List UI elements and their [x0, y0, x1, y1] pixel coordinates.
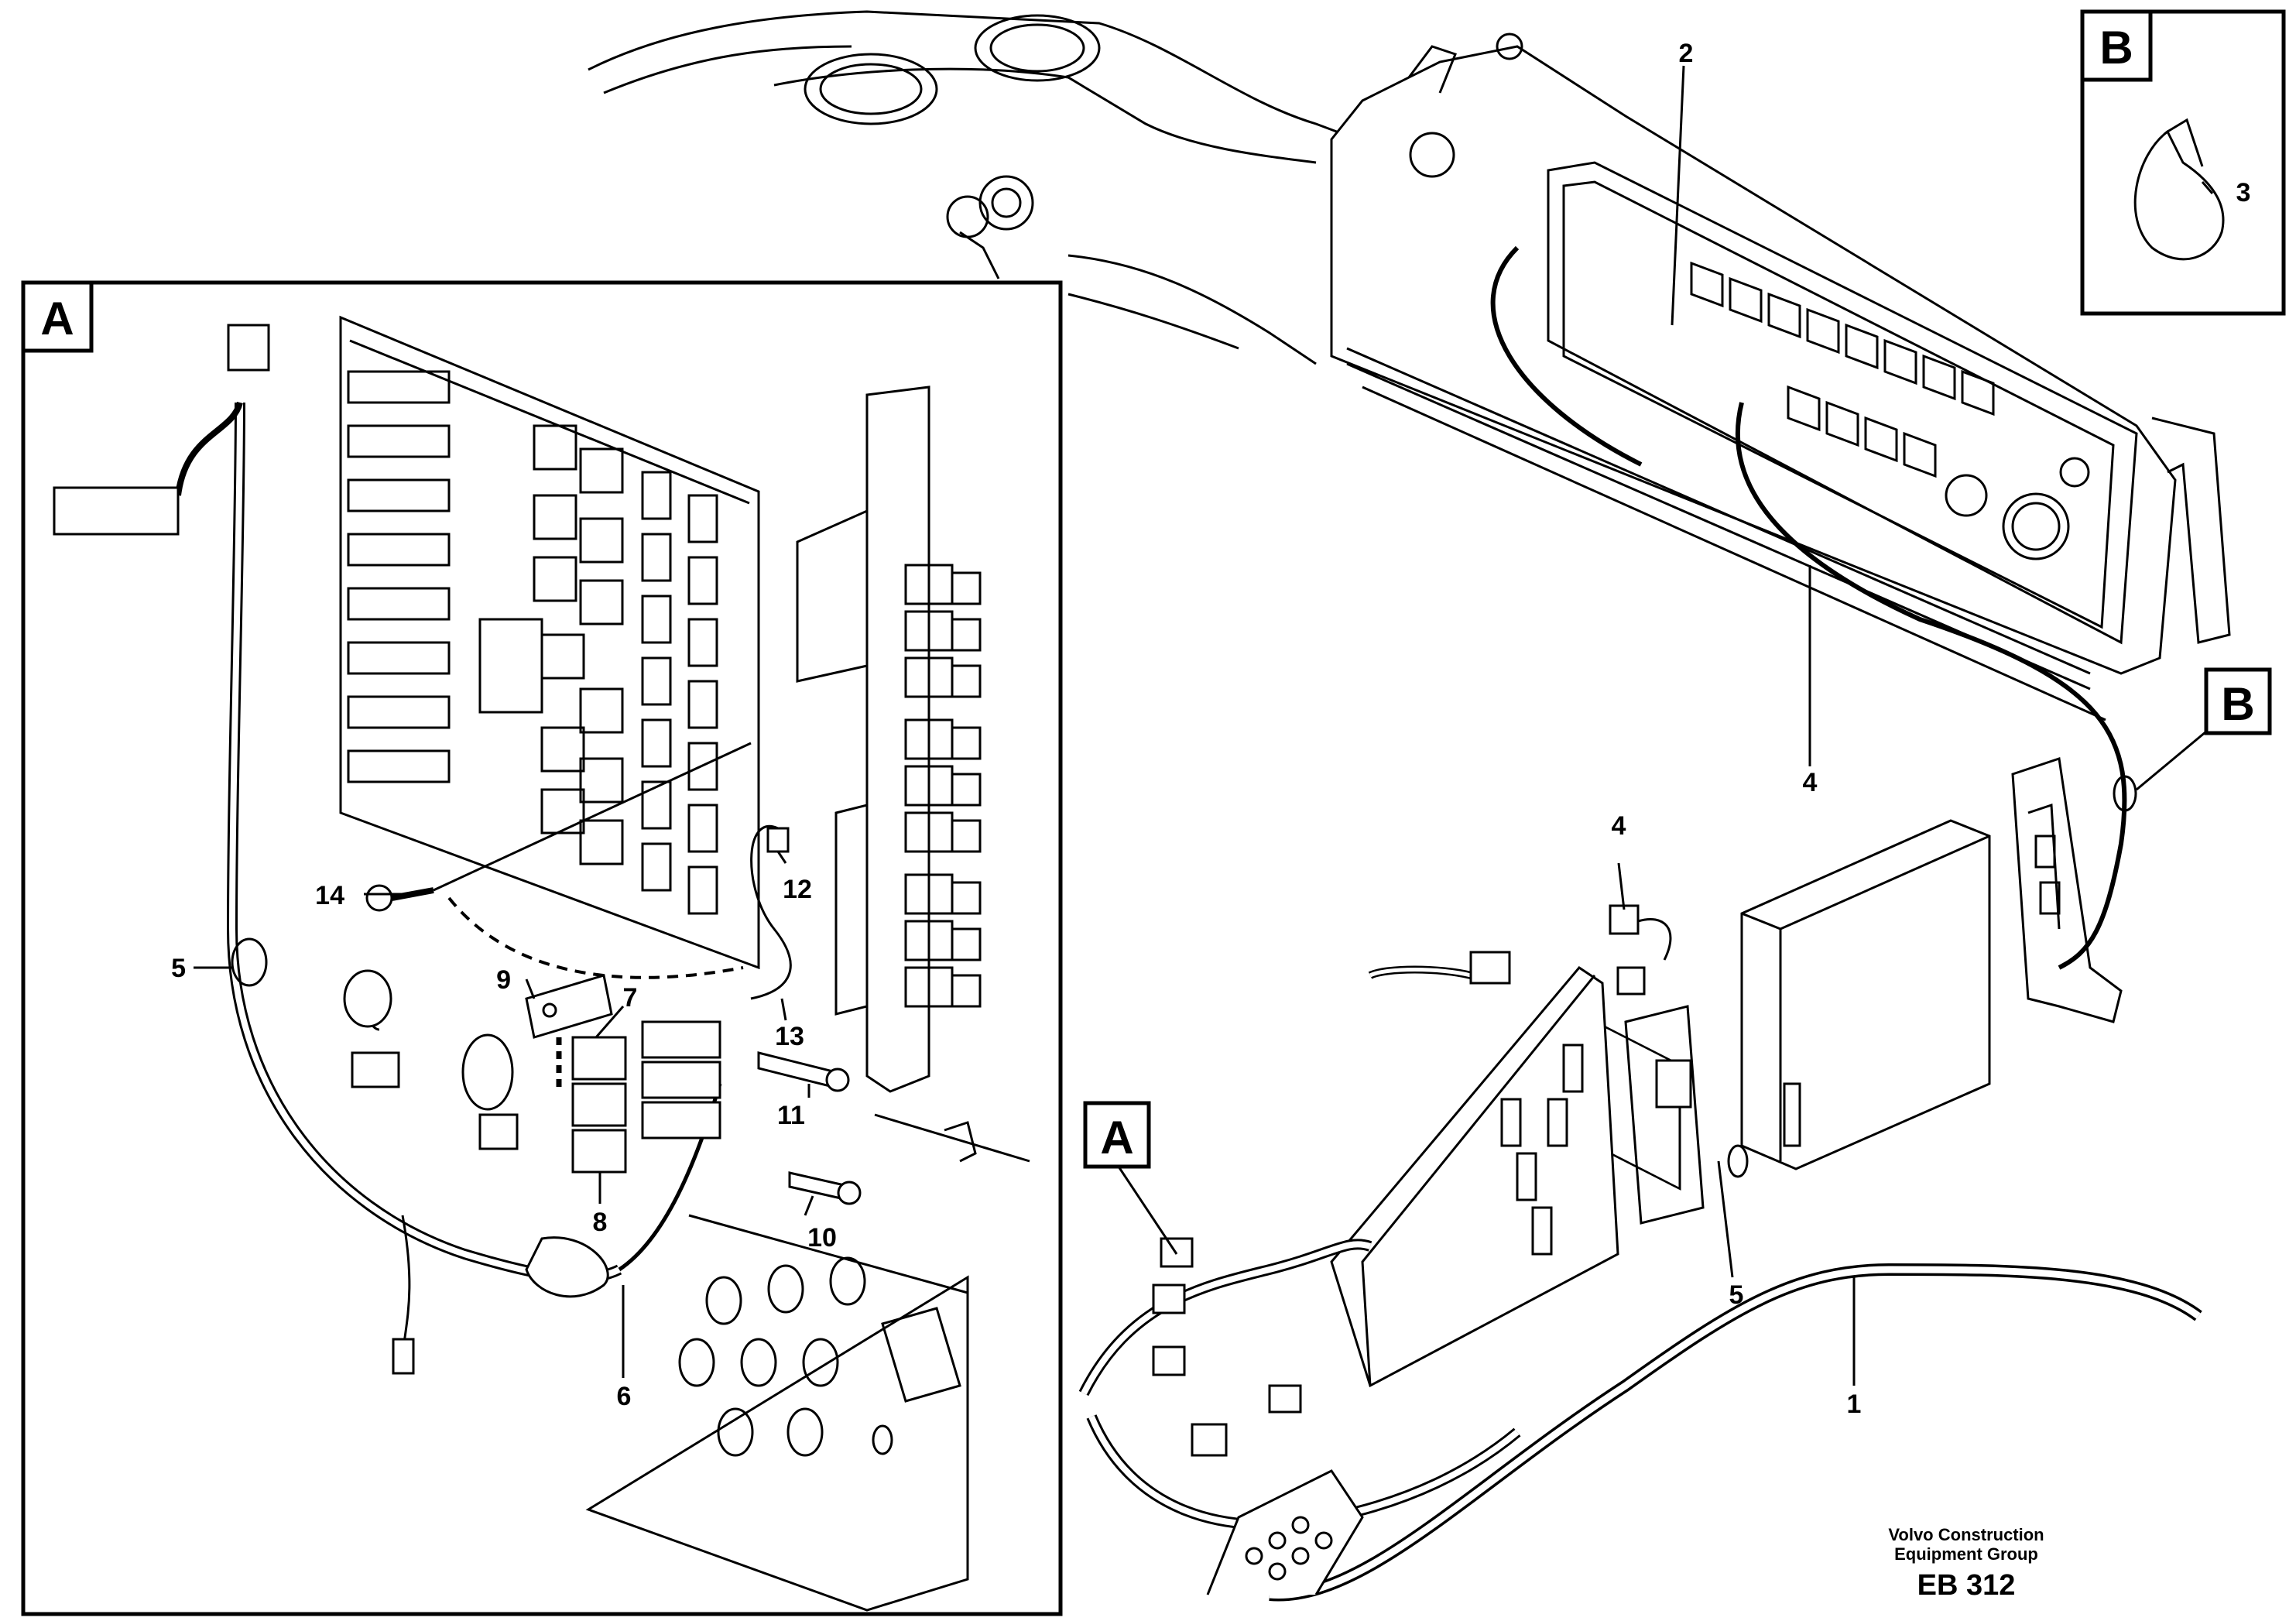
- callout-11: 11: [777, 1101, 805, 1130]
- leader-lines: [194, 65, 2214, 1386]
- footer-company-line1: Volvo Construction: [1888, 1525, 2044, 1544]
- instrument-panel: [1330, 33, 2231, 1191]
- footer-code: EB 312: [1917, 1569, 2016, 1602]
- detail-b-letter: B: [2099, 22, 2133, 74]
- footer: Volvo Construction Equipment Group EB 31…: [1888, 1525, 2044, 1602]
- ref-box-b: B: [2204, 667, 2272, 735]
- callout-2: 2: [1679, 39, 1694, 68]
- callout-12: 12: [783, 875, 812, 904]
- callout-7: 7: [623, 983, 638, 1013]
- callout-5-detail: 5: [171, 954, 186, 983]
- callout-4-cable: 4: [1803, 768, 1818, 797]
- ref-b-letter: B: [2221, 678, 2254, 730]
- ref-box-a: A: [1083, 1101, 1151, 1169]
- detail-a-letter: A: [40, 293, 74, 344]
- detail-b-frame: B: [2080, 9, 2286, 316]
- callout-8: 8: [593, 1208, 608, 1237]
- callout-9: 9: [496, 965, 511, 995]
- callout-10: 10: [807, 1223, 837, 1253]
- callout-13: 13: [775, 1022, 804, 1051]
- callout-6: 6: [617, 1382, 632, 1411]
- main-assembly: [1078, 245, 2202, 1602]
- footer-company-line2: Equipment Group: [1894, 1544, 2038, 1564]
- dashboard-outline: [588, 10, 1348, 365]
- ref-a-letter: A: [1100, 1112, 1133, 1163]
- callout-5-main: 5: [1729, 1280, 1744, 1310]
- cable-tie-icon: [2133, 129, 2225, 261]
- callout-1: 1: [1847, 1390, 1862, 1419]
- callout-3: 3: [2236, 178, 2251, 207]
- callouts: 1 2 3 4 4 5 5 6 7 8 9 10 11 12 13 14: [171, 39, 2250, 1419]
- callout-14: 14: [315, 881, 344, 910]
- detail-a-content: [53, 315, 1030, 1612]
- callout-4-connector: 4: [1612, 811, 1626, 841]
